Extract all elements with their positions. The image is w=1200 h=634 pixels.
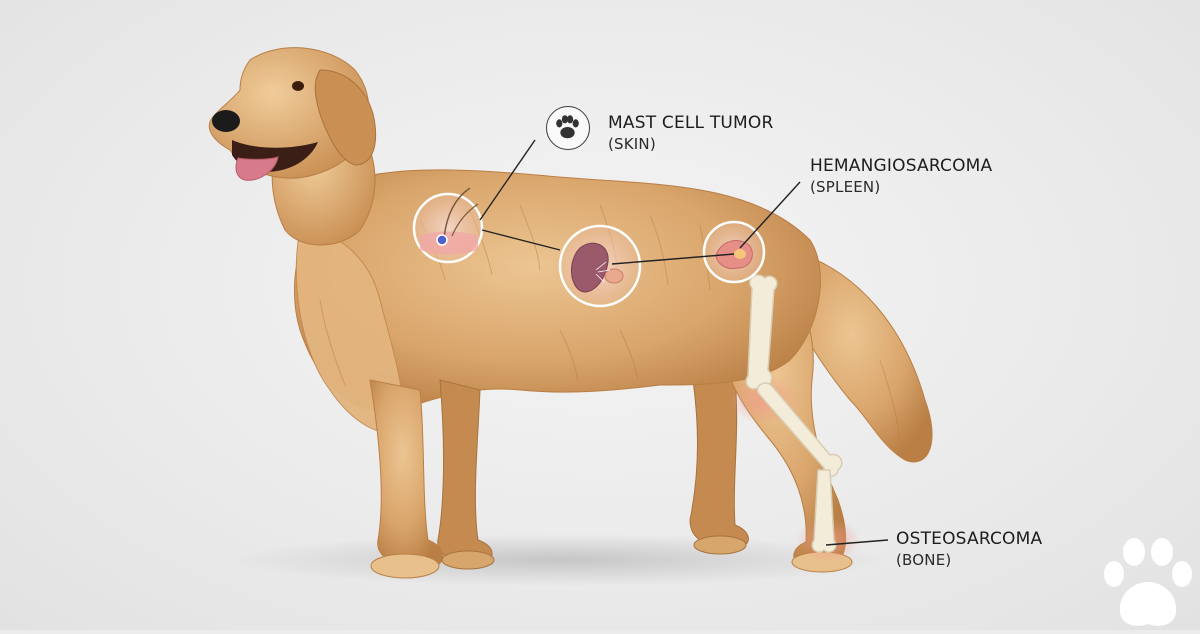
dog-front-paw-near — [370, 553, 440, 579]
label-hemangiosarcoma-location: (SPLEEN) — [810, 178, 881, 196]
label-hemangiosarcoma-name: HEMANGIOSARCOMA — [810, 156, 993, 176]
spleen-organ — [571, 242, 609, 293]
leader-line-spleen — [611, 253, 735, 265]
label-mast-cell-tumor: MAST CELL TUMOR (SKIN) — [608, 112, 774, 154]
ground-shadow — [230, 534, 890, 586]
leader-line-skin-to-spleen — [481, 229, 561, 251]
femur-bone — [745, 274, 778, 390]
dog-tongue — [235, 156, 279, 181]
dog-tail — [784, 249, 933, 463]
dog-front-leg-far — [437, 379, 493, 561]
leader-line-mast-cell — [479, 139, 536, 221]
label-osteosarcoma: OSTEOSARCOMA (BONE) — [896, 528, 1042, 570]
label-mast-cell-tumor-location: (SKIN) — [608, 135, 656, 153]
dog-eye — [292, 81, 304, 91]
leader-lines — [479, 139, 889, 546]
skin-inset — [412, 187, 484, 264]
label-mast-cell-tumor-name: MAST CELL TUMOR — [608, 113, 774, 133]
bone-overlay — [729, 274, 860, 562]
label-osteosarcoma-name: OSTEOSARCOMA — [896, 529, 1043, 549]
dog-ear — [314, 69, 377, 166]
dog-nose — [212, 110, 240, 132]
leader-line-hemangiosarcoma — [739, 181, 801, 249]
dog-front-paw-far — [441, 550, 495, 570]
label-hemangiosarcoma: HEMANGIOSARCOMA (SPLEEN) — [810, 155, 992, 197]
paw-watermark-icon — [1098, 532, 1198, 630]
label-osteosarcoma-location: (BONE) — [896, 551, 952, 569]
hemangiosarcoma-inset — [702, 220, 766, 284]
paw-badge-icon — [546, 106, 590, 150]
spleen-inset — [558, 224, 642, 308]
dog-hind-paw-far — [693, 535, 747, 555]
metatarsal-bone — [811, 469, 837, 553]
mast-cell-marker — [436, 234, 448, 246]
leader-line-osteosarcoma — [825, 539, 889, 546]
